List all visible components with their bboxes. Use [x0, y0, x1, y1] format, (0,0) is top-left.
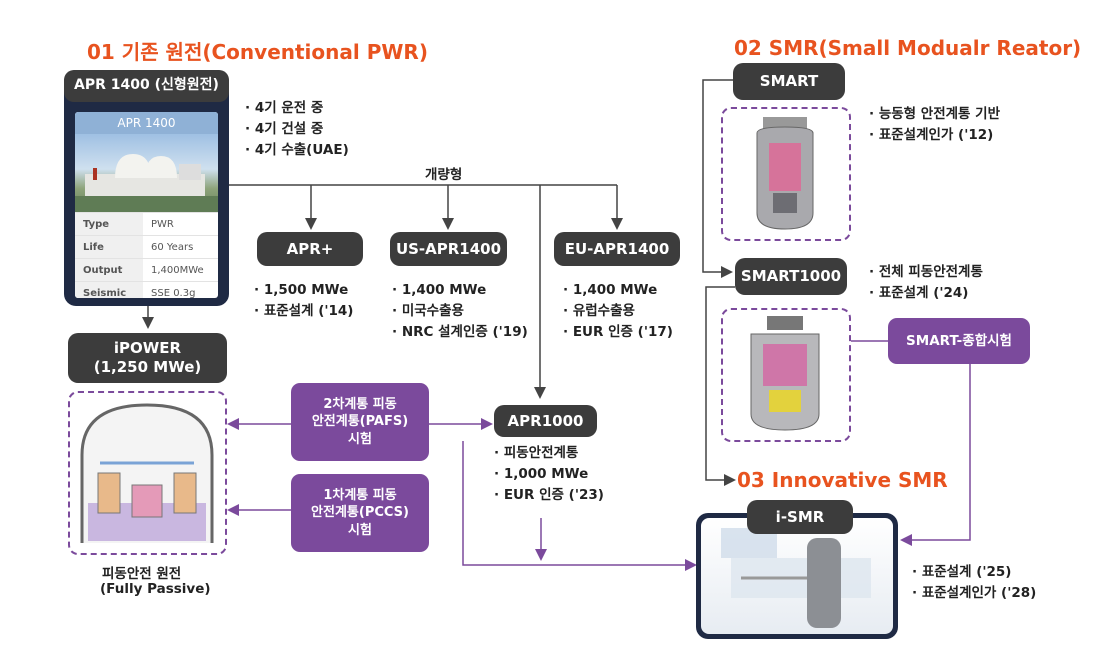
bullet: · 전체 피동안전계통	[869, 264, 983, 280]
ipower-plant-illustration	[80, 403, 214, 543]
title-innovative: 03 Innovative SMR	[737, 468, 948, 492]
apr1400-bullets: · 4기 운전 중 · 4기 건설 중 · 4기 수출(UAE)	[245, 98, 349, 161]
bullet: · 표준설계 ('14)	[254, 302, 354, 319]
us-apr1400-box: US-APR1400	[390, 232, 507, 266]
plant-illustration	[75, 154, 218, 212]
title-smr: 02 SMR(Small Modualr Reator)	[734, 36, 1082, 60]
bullet: · 표준설계 ('24)	[869, 284, 969, 301]
smart-reactor-frame	[721, 107, 851, 241]
spec-key: Output	[75, 258, 143, 282]
bullet: · 미국수출용	[392, 302, 464, 319]
smart1000-reactor-frame	[721, 308, 851, 442]
improved-label: 개량형	[425, 167, 463, 183]
ismr-illustration	[701, 518, 893, 634]
bullet: · 표준설계인가 ('28)	[912, 584, 1037, 601]
ipower-caption-1: 피동안전 원전	[102, 566, 182, 582]
ipower-box: iPOWER (1,250 MWe)	[68, 333, 227, 383]
bullet: · 표준설계인가 ('12)	[869, 126, 994, 143]
apr1400-plant-photo	[75, 134, 218, 212]
line-smart-to-smart1000	[702, 79, 733, 278]
apr1400-card-header: APR 1400	[75, 112, 218, 134]
apr1400-box: APR 1400 (신형원전)	[64, 70, 229, 102]
ipower-caption-2: (Fully Passive)	[100, 581, 211, 597]
ipower-diagram-frame	[68, 391, 227, 555]
ismr-box: i-SMR	[747, 500, 853, 534]
eu-apr1400-box: EU-APR1400	[554, 232, 680, 266]
apr-plus-bullets: · 1,500 MWe · 표준설계 ('14)	[254, 280, 353, 322]
ismr-reactor-illustration	[721, 528, 871, 628]
spec-value: 60 Years	[143, 235, 218, 259]
bullet: · 4기 건설 중	[245, 120, 324, 137]
smart1000-bullets: · 전체 피동안전계통 · 표준설계 ('24)	[869, 262, 983, 304]
bullet: · 피동안전계통	[494, 445, 579, 461]
line-smart-test-to-ismr	[900, 364, 971, 546]
pafs-test-box: 2차계통 피동 안전계통(PAFS) 시험	[291, 383, 429, 461]
bullet: · 유럽수출용	[563, 302, 635, 319]
spec-key: Life	[75, 235, 143, 259]
bullet: · 1,400 MWe	[392, 282, 487, 298]
title-conventional: 01 기존 원전(Conventional PWR)	[87, 40, 428, 64]
smart1000-box: SMART1000	[735, 258, 847, 295]
smart-bullets: · 능동형 안전계통 기반 · 표준설계인가 ('12)	[869, 104, 1000, 146]
bullet: · 표준설계 ('25)	[912, 564, 1012, 580]
bullet: · 1,000 MWe	[494, 465, 589, 482]
smart-test-box: SMART-종합시험	[888, 318, 1030, 364]
apr-plus-box: APR+	[257, 232, 363, 266]
pccs-test-box: 1차계통 피동 안전계통(PCCS) 시험	[291, 474, 429, 552]
us-apr1400-bullets: · 1,400 MWe · 미국수출용 · NRC 설계인증 ('19)	[392, 280, 528, 343]
spec-value: 1,400MWe	[143, 258, 218, 282]
bullet: · 1,500 MWe	[254, 282, 349, 298]
apr1000-bullets: · 피동안전계통 · 1,000 MWe · EUR 인증 ('23)	[494, 443, 604, 506]
smart1000-reactor-illustration	[750, 316, 820, 431]
bullet: · 능동형 안전계통 기반	[869, 106, 1001, 122]
smart-reactor-illustration	[756, 117, 814, 230]
spec-value: PWR	[143, 212, 218, 236]
ismr-bullets: · 표준설계 ('25) · 표준설계인가 ('28)	[912, 562, 1036, 604]
eu-apr1400-bullets: · 1,400 MWe · 유럽수출용 · EUR 인증 ('17)	[563, 280, 673, 343]
bullet: · 4기 수출(UAE)	[245, 141, 349, 158]
smart-box: SMART	[733, 63, 845, 100]
bullet: · EUR 인증 ('23)	[494, 486, 604, 503]
bullet: · EUR 인증 ('17)	[563, 323, 673, 340]
bullet: · 1,400 MWe	[563, 282, 658, 298]
apr1000-box: APR1000	[494, 405, 597, 437]
bullet: · 4기 운전 중	[245, 100, 324, 116]
spec-key: Type	[75, 212, 143, 236]
line-tests-to-ismr	[462, 441, 697, 571]
line-smart1000-to-innovative	[705, 286, 736, 486]
bullet: · NRC 설계인증 ('19)	[392, 323, 528, 340]
spec-value: SSE 0.3g	[143, 281, 218, 298]
spec-key: Seismic	[75, 281, 143, 298]
